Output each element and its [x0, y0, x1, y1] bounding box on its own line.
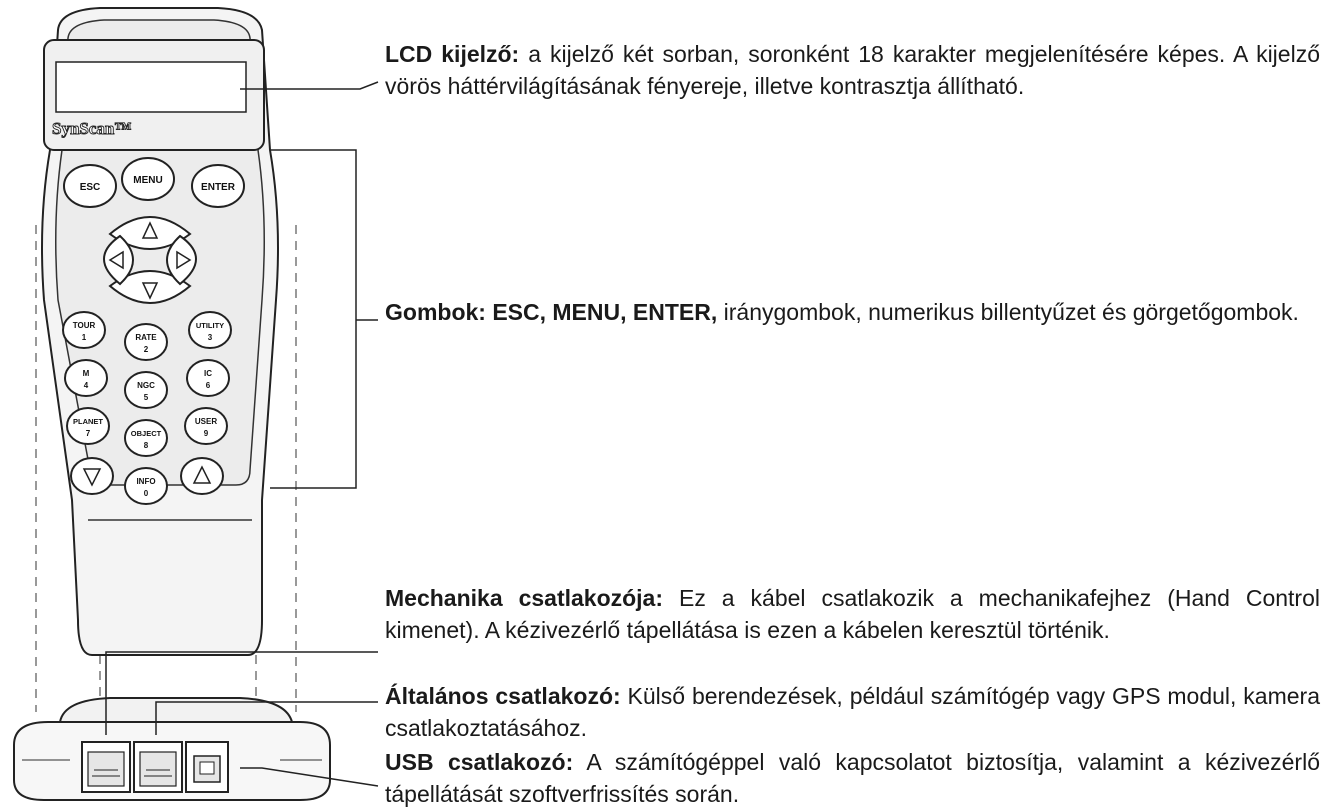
key-info-0[interactable]: INFO 0 [124, 467, 168, 505]
svg-text:1: 1 [82, 333, 87, 342]
buttons-text: iránygombok, numerikus billentyűzet és g… [717, 299, 1299, 325]
svg-text:9: 9 [204, 429, 209, 438]
svg-text:UTILITY: UTILITY [196, 321, 224, 330]
usb-text: A számítógéppel való kapcsolatot biztosí… [385, 749, 1320, 807]
svg-text:ESC: ESC [80, 182, 101, 193]
scroll-up-button[interactable] [180, 457, 224, 495]
svg-text:INFO: INFO [136, 477, 155, 486]
arrow-up-button[interactable] [108, 216, 192, 250]
scroll-down-icon [82, 468, 102, 487]
mechanics-title: Mechanika csatlakozója: [385, 585, 664, 611]
lcd-text: a kijelző két sorban, soronként 18 karak… [385, 41, 1320, 99]
key-ngc-5[interactable]: NGC 5 [124, 371, 168, 409]
lcd-description: LCD kijelző: a kijelző két sorban, soron… [385, 38, 1320, 102]
callout-lcd [240, 81, 379, 90]
general-port[interactable] [133, 741, 183, 793]
general-description: Általános csatlakozó: Külső berendezések… [385, 680, 1320, 744]
arrow-left-button[interactable] [103, 234, 134, 286]
mechanics-text: Ez a kábel csatlakozik a mechanikafejhez… [385, 585, 1320, 643]
callout-usb [240, 767, 379, 787]
svg-text:USER: USER [195, 417, 217, 426]
general-title: Általános csatlakozó: [385, 683, 621, 709]
key-tour-1[interactable]: TOUR 1 [62, 311, 106, 349]
key-planet-7[interactable]: PLANET 7 [66, 407, 110, 445]
esc-button[interactable]: ESC [63, 164, 117, 208]
callout-lines [105, 81, 379, 787]
svg-text:MENU: MENU [133, 175, 162, 186]
scroll-up-icon [192, 465, 212, 484]
up-arrow-icon [141, 221, 159, 239]
scroll-down-button[interactable] [70, 457, 114, 495]
lcd-screen [55, 61, 247, 113]
brand-logo: SynScan™ [52, 119, 131, 138]
left-arrow-icon [108, 250, 124, 270]
usb-port[interactable] [185, 741, 229, 793]
svg-text:4: 4 [84, 381, 89, 390]
usb-title: USB csatlakozó: [385, 749, 574, 775]
svg-text:NGC: NGC [137, 381, 155, 390]
enter-button[interactable]: ENTER [191, 164, 245, 208]
svg-text:7: 7 [86, 429, 91, 438]
svg-text:3: 3 [208, 333, 213, 342]
usb-description: USB csatlakozó: A számítógéppel való kap… [385, 746, 1320, 810]
svg-text:ENTER: ENTER [201, 182, 236, 193]
buttons-title: Gombok: ESC, MENU, ENTER, [385, 299, 718, 325]
svg-text:0: 0 [144, 489, 149, 498]
svg-text:6: 6 [206, 381, 211, 390]
svg-text:5: 5 [144, 393, 149, 402]
down-arrow-icon [141, 282, 159, 300]
key-ic-6[interactable]: IC 6 [186, 359, 230, 397]
key-m-4[interactable]: M 4 [64, 359, 108, 397]
svg-text:OBJECT: OBJECT [131, 429, 162, 438]
key-rate-2[interactable]: RATE 2 [124, 323, 168, 361]
general-text: Külső berendezések, például számítógép v… [385, 683, 1320, 741]
callout-buttons-bracket [270, 149, 357, 489]
svg-text:RATE: RATE [135, 333, 157, 342]
buttons-description: Gombok: ESC, MENU, ENTER, iránygombok, n… [385, 296, 1320, 328]
callout-mechanics [105, 651, 378, 735]
key-user-9[interactable]: USER 9 [184, 407, 228, 445]
menu-button[interactable]: MENU [121, 157, 175, 201]
svg-text:IC: IC [204, 369, 212, 378]
key-object-8[interactable]: OBJECT 8 [124, 419, 168, 457]
key-utility-3[interactable]: UTILITY 3 [188, 311, 232, 349]
dashed-guides [35, 225, 297, 712]
arrow-down-button[interactable] [108, 270, 192, 304]
svg-text:2: 2 [144, 345, 149, 354]
mechanics-port[interactable] [81, 741, 131, 793]
svg-text:TOUR: TOUR [73, 321, 96, 330]
callout-general [155, 701, 378, 735]
svg-text:8: 8 [144, 441, 149, 450]
mechanics-description: Mechanika csatlakozója: Ez a kábel csatl… [385, 582, 1320, 646]
svg-text:PLANET: PLANET [73, 417, 103, 426]
arrow-right-button[interactable] [166, 234, 197, 286]
lcd-title: LCD kijelző: [385, 41, 520, 67]
right-arrow-icon [176, 250, 192, 270]
svg-text:M: M [83, 369, 90, 378]
